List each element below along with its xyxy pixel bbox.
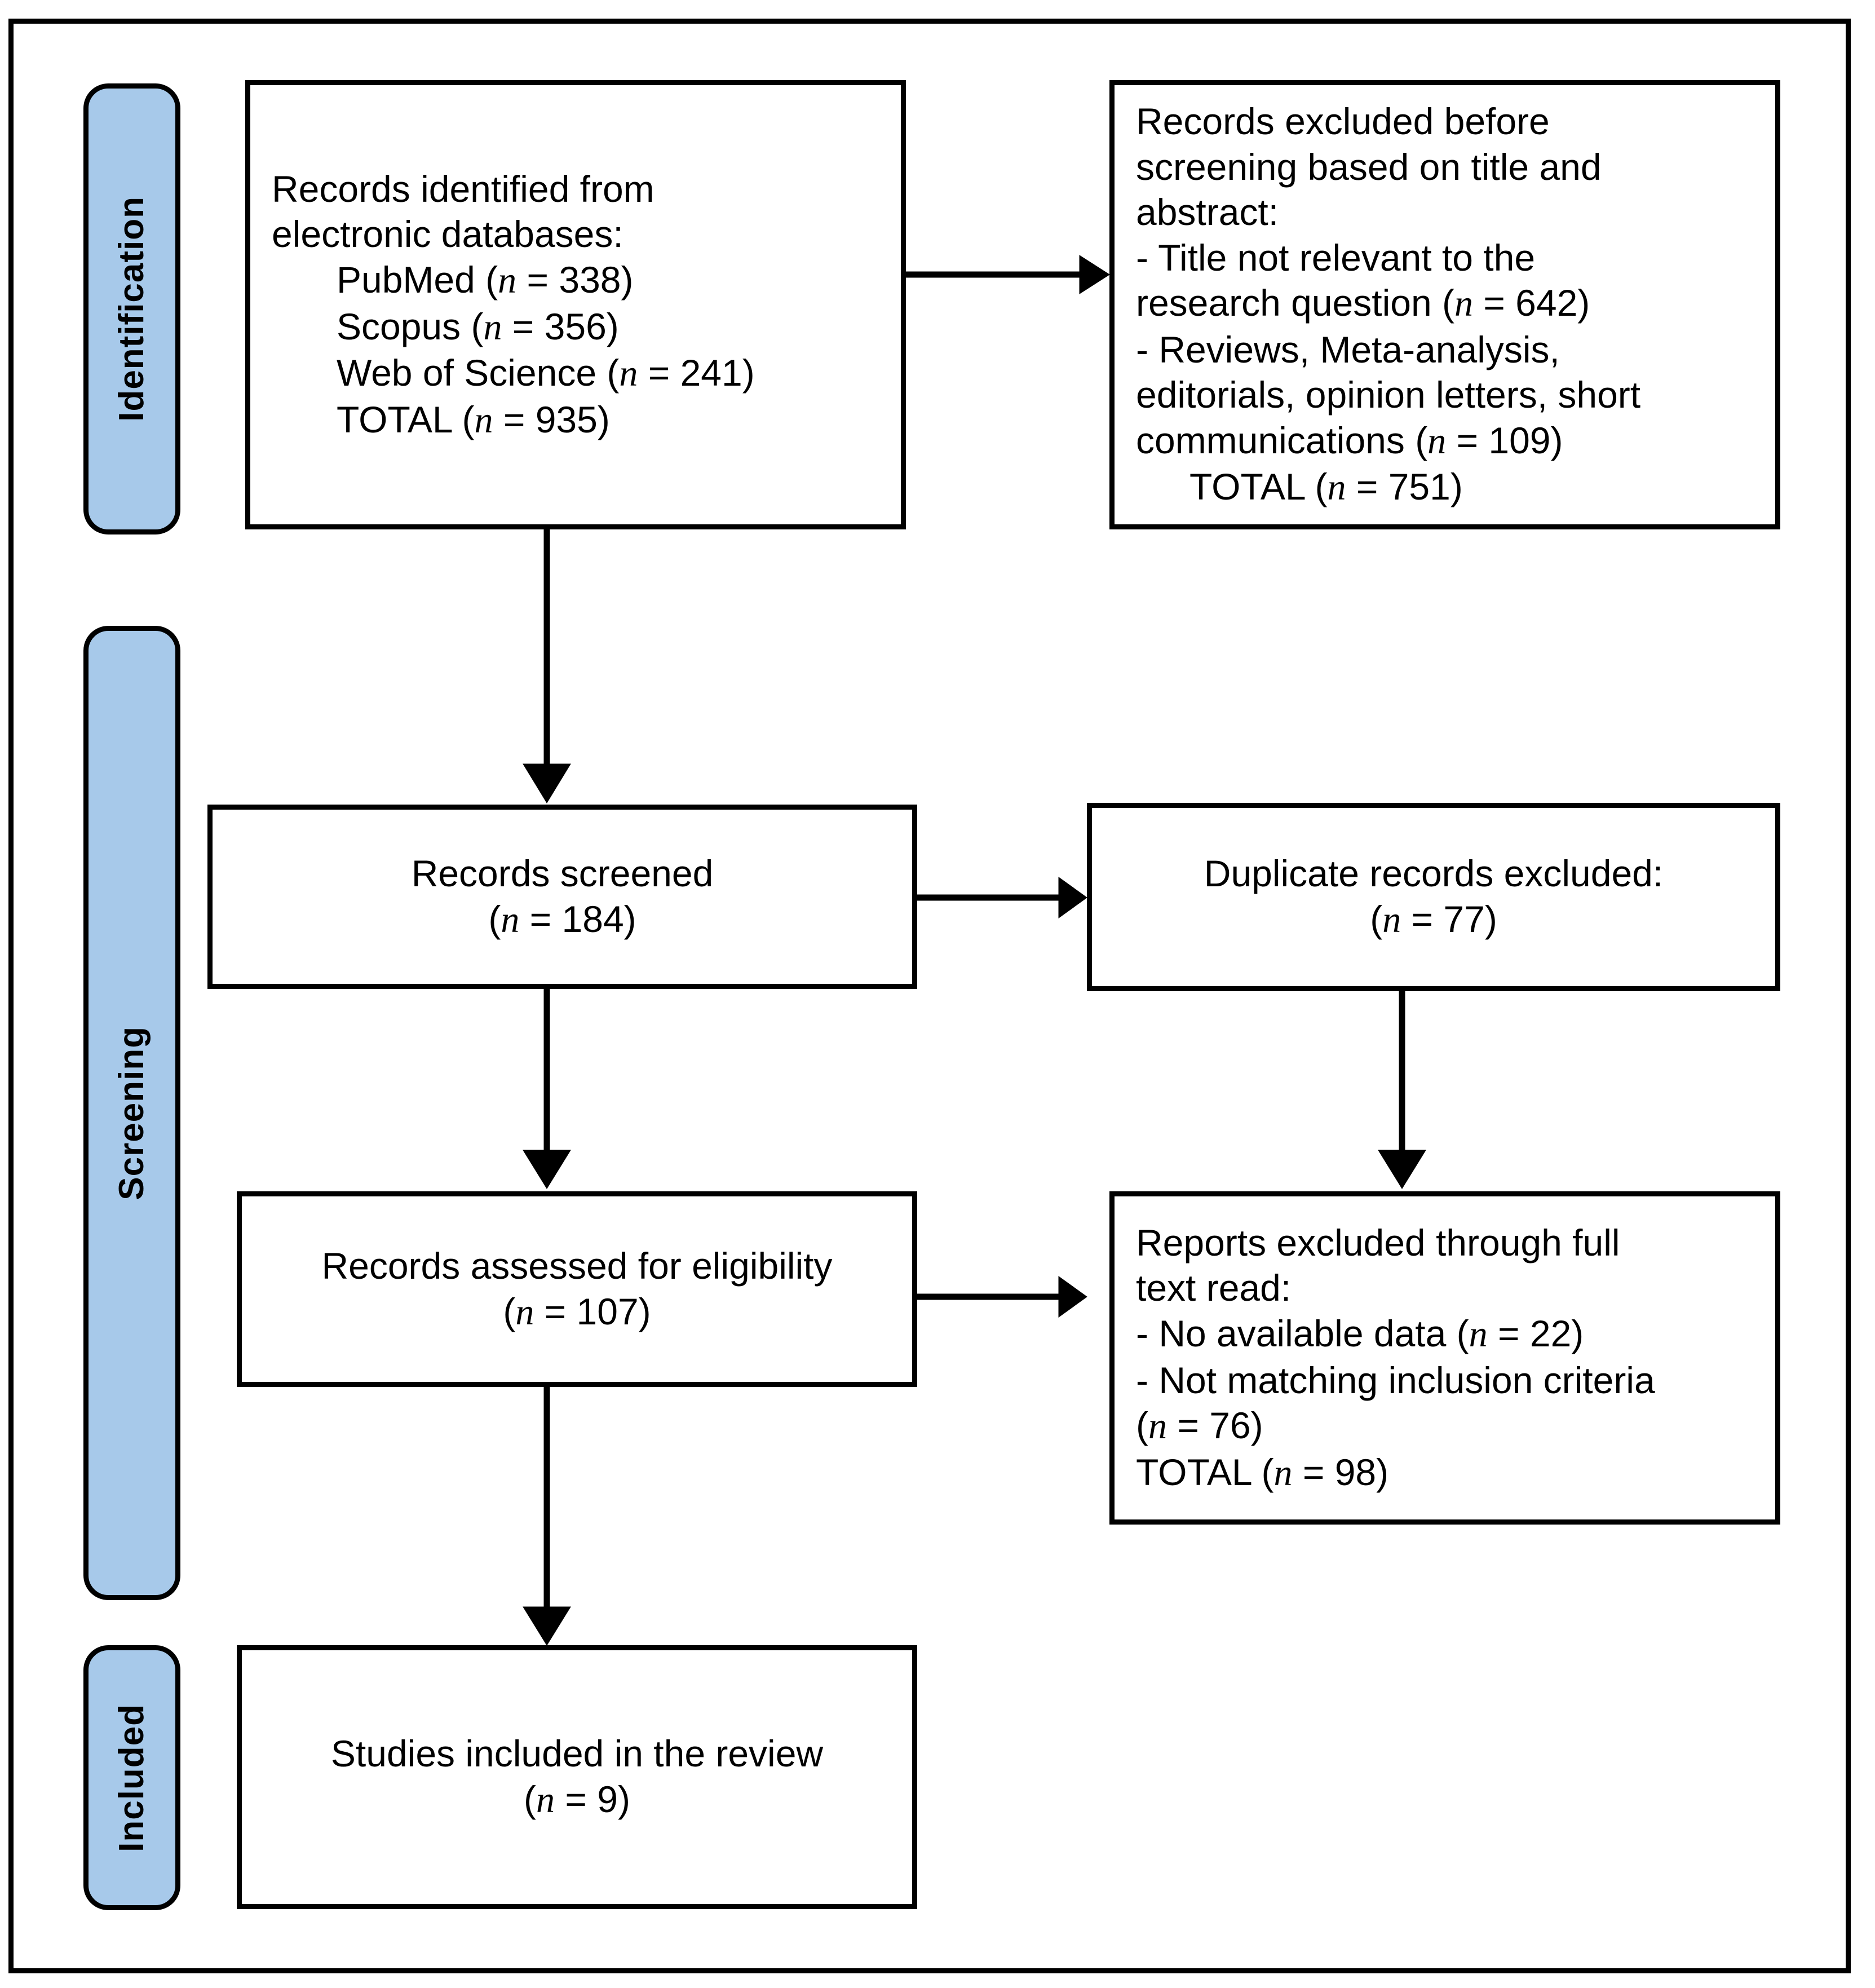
studies-included-n-symbol: n (536, 1779, 555, 1821)
records-screened-count: (n = 184) (488, 896, 636, 943)
reports-excluded-no-data: - No available data (n = 22) (1136, 1311, 1754, 1358)
records-screened-count-value: = 184) (519, 898, 636, 940)
studies-included-count-prefix: ( (524, 1778, 537, 1820)
identified-total-n-symbol: n (474, 399, 493, 441)
studies-included-title: Studies included in the review (330, 1733, 824, 1775)
communications-count: = 109) (1446, 419, 1563, 461)
records-identified-scopus: Scopus (n = 356) (272, 304, 879, 351)
records-identified-pubmed: PubMed (n = 338) (272, 257, 879, 304)
no-data-n-symbol: n (1469, 1313, 1488, 1355)
reports-excluded-total-n-symbol: n (1273, 1452, 1293, 1494)
excluded-before-line-3: abstract: (1136, 191, 1279, 233)
box-studies-included-in-review: Studies included in the review (n = 9) (237, 1645, 917, 1909)
reports-excluded-line-1: Reports excluded through full (1136, 1221, 1620, 1264)
excluded-before-communications: communications (n = 109) (1136, 418, 1754, 465)
reports-excluded-not-matching: - Not matching inclusion criteria (1136, 1359, 1655, 1401)
excluded-before-reviews: - Reviews, Meta-analysis, (1136, 328, 1560, 370)
stage-bar-identification: Identification (83, 83, 180, 534)
excluded-before-total: TOTAL (n = 751) (1136, 464, 1754, 511)
studies-included-count-value: = 9) (555, 1778, 630, 1820)
excluded-before-line-1: Records excluded before (1136, 100, 1550, 143)
records-assessed-count: (n = 107) (503, 1289, 651, 1336)
identified-total-count: = 935) (493, 398, 610, 440)
reports-excluded-total-label: TOTAL ( (1136, 1451, 1274, 1493)
reports-excluded-total: TOTAL (n = 98) (1136, 1450, 1754, 1496)
reports-excluded-not-matching-count: (n = 76) (1136, 1403, 1754, 1450)
wos-count: = 241) (638, 352, 755, 394)
box-records-screened: Records screened (n = 184) (207, 805, 917, 989)
not-matching-n-symbol: n (1148, 1406, 1167, 1447)
identified-total-label: TOTAL ( (337, 398, 475, 440)
wos-label: Web of Science ( (337, 352, 620, 394)
records-assessed-title: Records assessed for eligibility (321, 1244, 833, 1287)
scopus-n-symbol: n (483, 306, 502, 348)
duplicate-n-symbol: n (1382, 899, 1401, 940)
excluded-before-editorials: editorials, opinion letters, short (1136, 374, 1641, 416)
stage-label-identification: Identification (112, 196, 151, 422)
communications-label: communications ( (1136, 419, 1428, 461)
scopus-count: = 356) (502, 305, 619, 347)
records-screened-n-symbol: n (501, 899, 520, 940)
duplicate-records-title: Duplicate records excluded: (1204, 852, 1664, 895)
reports-excluded-line-2: text read: (1136, 1267, 1292, 1309)
wos-n-symbol: n (619, 353, 638, 395)
excluded-before-research-question: research question (n = 642) (1136, 280, 1754, 327)
records-identified-total: TOTAL (n = 935) (272, 397, 879, 444)
box-duplicate-records-excluded: Duplicate records excluded: (n = 77) (1087, 803, 1780, 991)
pubmed-n-symbol: n (498, 259, 517, 301)
excluded-before-total-label: TOTAL ( (1189, 466, 1328, 508)
box-records-excluded-before-screening: Records excluded before screening based … (1109, 80, 1780, 529)
records-assessed-n-symbol: n (515, 1291, 534, 1333)
research-question-label: research question ( (1136, 282, 1454, 324)
reports-excluded-total-count: = 98) (1292, 1451, 1389, 1493)
records-identified-wos: Web of Science (n = 241) (272, 350, 879, 397)
not-matching-count-value: = 76) (1166, 1404, 1263, 1447)
excluded-before-total-count: = 751) (1346, 466, 1463, 508)
research-question-n-symbol: n (1454, 283, 1473, 325)
box-reports-excluded-full-text: Reports excluded through full text read:… (1109, 1191, 1780, 1525)
not-matching-count-prefix: ( (1136, 1404, 1148, 1447)
excluded-before-line-2: screening based on title and (1136, 145, 1602, 188)
stage-bar-included: Included (83, 1645, 180, 1910)
records-identified-line-1: Records identified from (272, 167, 655, 210)
excluded-before-total-n-symbol: n (1327, 467, 1346, 509)
records-screened-title: Records screened (411, 852, 714, 894)
records-identified-line-2: electronic databases: (272, 213, 623, 255)
stage-label-screening: Screening (112, 1026, 151, 1200)
no-data-count: = 22) (1487, 1312, 1584, 1354)
stage-label-included: Included (112, 1703, 151, 1852)
stage-bar-screening: Screening (83, 626, 180, 1600)
research-question-count: = 642) (1472, 282, 1590, 324)
records-assessed-count-value: = 107) (534, 1290, 651, 1332)
studies-included-count: (n = 9) (524, 1777, 630, 1823)
communications-n-symbol: n (1427, 420, 1447, 462)
pubmed-label: PubMed ( (337, 258, 498, 301)
records-screened-count-prefix: ( (488, 898, 501, 940)
no-data-label: - No available data ( (1136, 1312, 1469, 1354)
duplicate-count-value: = 77) (1401, 898, 1497, 940)
box-records-identified: Records identified from electronic datab… (245, 80, 906, 529)
records-assessed-count-prefix: ( (503, 1290, 516, 1332)
duplicate-records-count: (n = 77) (1370, 896, 1497, 943)
excluded-before-title-not-relevant: - Title not relevant to the (1136, 236, 1536, 279)
box-records-assessed-for-eligibility: Records assessed for eligibility (n = 10… (237, 1191, 917, 1387)
duplicate-count-prefix: ( (1370, 898, 1383, 940)
pubmed-count: = 338) (516, 258, 634, 301)
scopus-label: Scopus ( (337, 305, 484, 347)
